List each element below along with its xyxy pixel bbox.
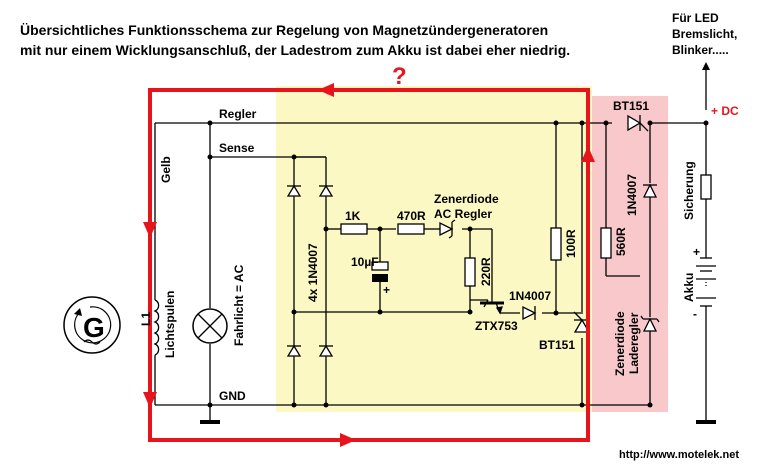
- label-r100: 100R: [564, 229, 578, 258]
- label-plus-dc: + DC: [711, 104, 739, 118]
- label-r560: 560R: [614, 227, 628, 256]
- label-r1k: 1K: [345, 209, 361, 223]
- diode-1n4007-v: [642, 183, 658, 198]
- label-l1: L1: [139, 312, 153, 326]
- bridge-diodes: [286, 184, 334, 357]
- label-bridge: 4x 1N4007: [306, 243, 320, 302]
- label-zener-lade-2: Laderegler: [627, 312, 641, 374]
- label-zener-lade-1: Zenerdiode: [613, 311, 627, 376]
- label-sicherung: Sicherung: [682, 161, 696, 220]
- label-gelb: Gelb: [159, 156, 173, 183]
- note-line2: Bremslicht,: [672, 27, 737, 41]
- label-r470: 470R: [397, 209, 426, 223]
- generator-label: G: [83, 312, 105, 343]
- label-lichtspulen: Lichtspulen: [163, 291, 177, 358]
- label-url: http://www.motelek.net: [619, 449, 739, 461]
- transistor-ztx753: [480, 299, 504, 315]
- resistors: [340, 223, 612, 287]
- junction-dots: [207, 120, 709, 408]
- zener-ac-regler: [439, 219, 456, 239]
- label-akku-minus: -: [693, 307, 697, 321]
- label-fahrlicht: Fahrlicht = AC: [232, 264, 246, 346]
- capacitor-10uf: [371, 261, 389, 282]
- current-loop-arrows: [143, 83, 595, 447]
- title-line2: mit nur einem Wicklungsanschluß, der Lad…: [20, 42, 570, 58]
- note-line1: Für LED: [672, 11, 719, 25]
- label-bt151-top: BT151: [613, 99, 649, 113]
- coil-l1: [153, 299, 160, 356]
- label-zener-2: AC Regler: [434, 207, 492, 221]
- label-r220: 220R: [479, 257, 493, 286]
- generator-symbol: [63, 296, 121, 354]
- note-line3: Blinker.....: [672, 43, 729, 57]
- question-mark: ?: [392, 63, 407, 90]
- wiring: [154, 122, 707, 420]
- thyristor-bt151-lower: [573, 311, 591, 333]
- label-gnd: GND: [219, 389, 246, 403]
- cap-plus: +: [383, 283, 390, 297]
- zener-laderegler: [640, 315, 660, 332]
- label-1n4007-h: 1N4007: [509, 289, 551, 303]
- label-bt151-bottom: BT151: [539, 338, 575, 352]
- label-zener-1: Zenerdiode: [434, 192, 499, 206]
- diode-1n4007-h: [522, 305, 537, 321]
- label-akku: Akku: [682, 273, 696, 302]
- fuse-sicherung: [700, 174, 712, 200]
- yellow-zone: [276, 86, 592, 412]
- label-regler: Regler: [219, 107, 257, 121]
- title-line1: Übersichtliches Funktionsschema zur Rege…: [20, 22, 548, 38]
- label-sense: Sense: [219, 141, 255, 155]
- thyristor-bt151-top: [627, 114, 649, 132]
- label-akku-plus: +: [693, 245, 700, 259]
- label-cap: 10µF: [351, 255, 379, 269]
- label-ztx753: ZTX753: [475, 319, 518, 333]
- battery-akku: [696, 257, 716, 307]
- label-1n4007-v: 1N4007: [625, 174, 639, 216]
- lamp-fahrlicht: [192, 308, 228, 344]
